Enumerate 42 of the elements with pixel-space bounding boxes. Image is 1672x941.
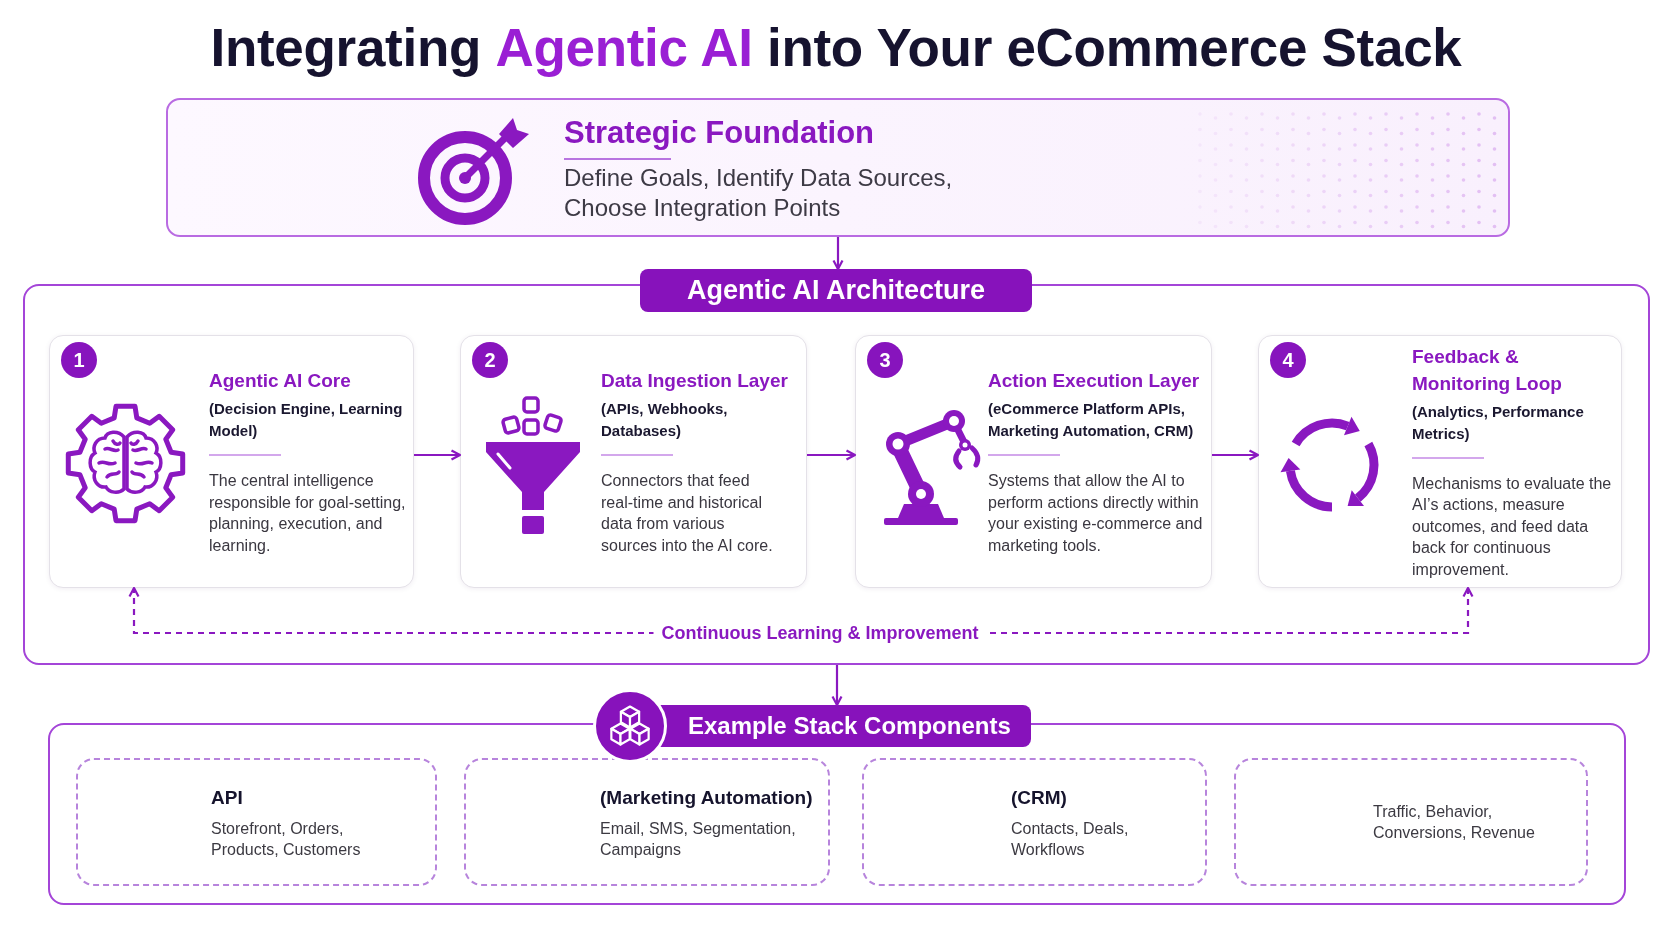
component-text: Email, SMS, Segmentation, Campaigns bbox=[600, 818, 797, 860]
arrow bbox=[1212, 449, 1260, 461]
step-description: Systems that allow the AI to perform actions directly within your existing e-commerce and marketing tools. bbox=[988, 471, 1204, 556]
step-number: 2 bbox=[472, 342, 508, 378]
step-subtitle: (APIs, Webhooks, Databases) bbox=[601, 399, 729, 441]
arrow bbox=[807, 449, 857, 461]
step-title: Feedback & Monitoring Loop bbox=[1412, 344, 1563, 396]
arrow bbox=[831, 665, 843, 707]
step-card bbox=[460, 335, 807, 588]
step-description: Connectors that feed real-time and historical data from various sources into the AI core. bbox=[601, 471, 774, 556]
component-card bbox=[1234, 758, 1588, 886]
component-card bbox=[862, 758, 1207, 886]
component-card bbox=[464, 758, 830, 886]
arrow bbox=[414, 449, 462, 461]
component-text: Storefront, Orders, Products, Customers bbox=[211, 818, 362, 860]
step-subtitle: (Analytics, Performance Metrics) bbox=[1412, 401, 1585, 444]
step-description: Mechanisms to evaluate the AI’s actions, measure outcomes, and feed data back for continuous improvement. bbox=[1412, 473, 1613, 580]
panel-heading: Strategic Foundation bbox=[564, 115, 874, 151]
step-card bbox=[49, 335, 414, 588]
section-panel bbox=[23, 269, 1650, 665]
step-title: Data Ingestion Layer bbox=[601, 369, 788, 393]
step-description: The central intelligence responsible for goal-setting, planning, execution, and learning. bbox=[209, 471, 407, 556]
component-title: (CRM) bbox=[1011, 785, 1067, 810]
step-subtitle: (Decision Engine, Learning Model) bbox=[209, 399, 404, 441]
step-card bbox=[1258, 335, 1622, 588]
section-heading: Agentic AI Architecture bbox=[640, 269, 1032, 312]
step-title: Agentic AI Core bbox=[209, 369, 351, 393]
step-number: 3 bbox=[867, 342, 903, 378]
page-title: Integrating Agentic AI into Your eCommerce Stack bbox=[210, 17, 1462, 79]
step-number: 1 bbox=[61, 342, 97, 378]
component-text: Traffic, Behavior, Conversions, Revenue bbox=[1373, 802, 1536, 843]
component-card bbox=[76, 758, 437, 886]
step-card bbox=[855, 335, 1212, 588]
component-title: (Marketing Automation) bbox=[600, 785, 813, 810]
component-text: Contacts, Deals, Workflows bbox=[1011, 818, 1130, 860]
component-title: API bbox=[211, 785, 243, 810]
arrow bbox=[832, 237, 844, 271]
step-number: 4 bbox=[1270, 342, 1306, 378]
step-subtitle: (eCommerce Platform APIs, Marketing Automation, CRM) bbox=[988, 399, 1195, 441]
panel-text: Define Goals, Identify Data Sources, Choose Integration Points bbox=[564, 163, 954, 223]
step-title: Action Execution Layer bbox=[988, 369, 1200, 393]
foundation-panel bbox=[166, 98, 1510, 237]
